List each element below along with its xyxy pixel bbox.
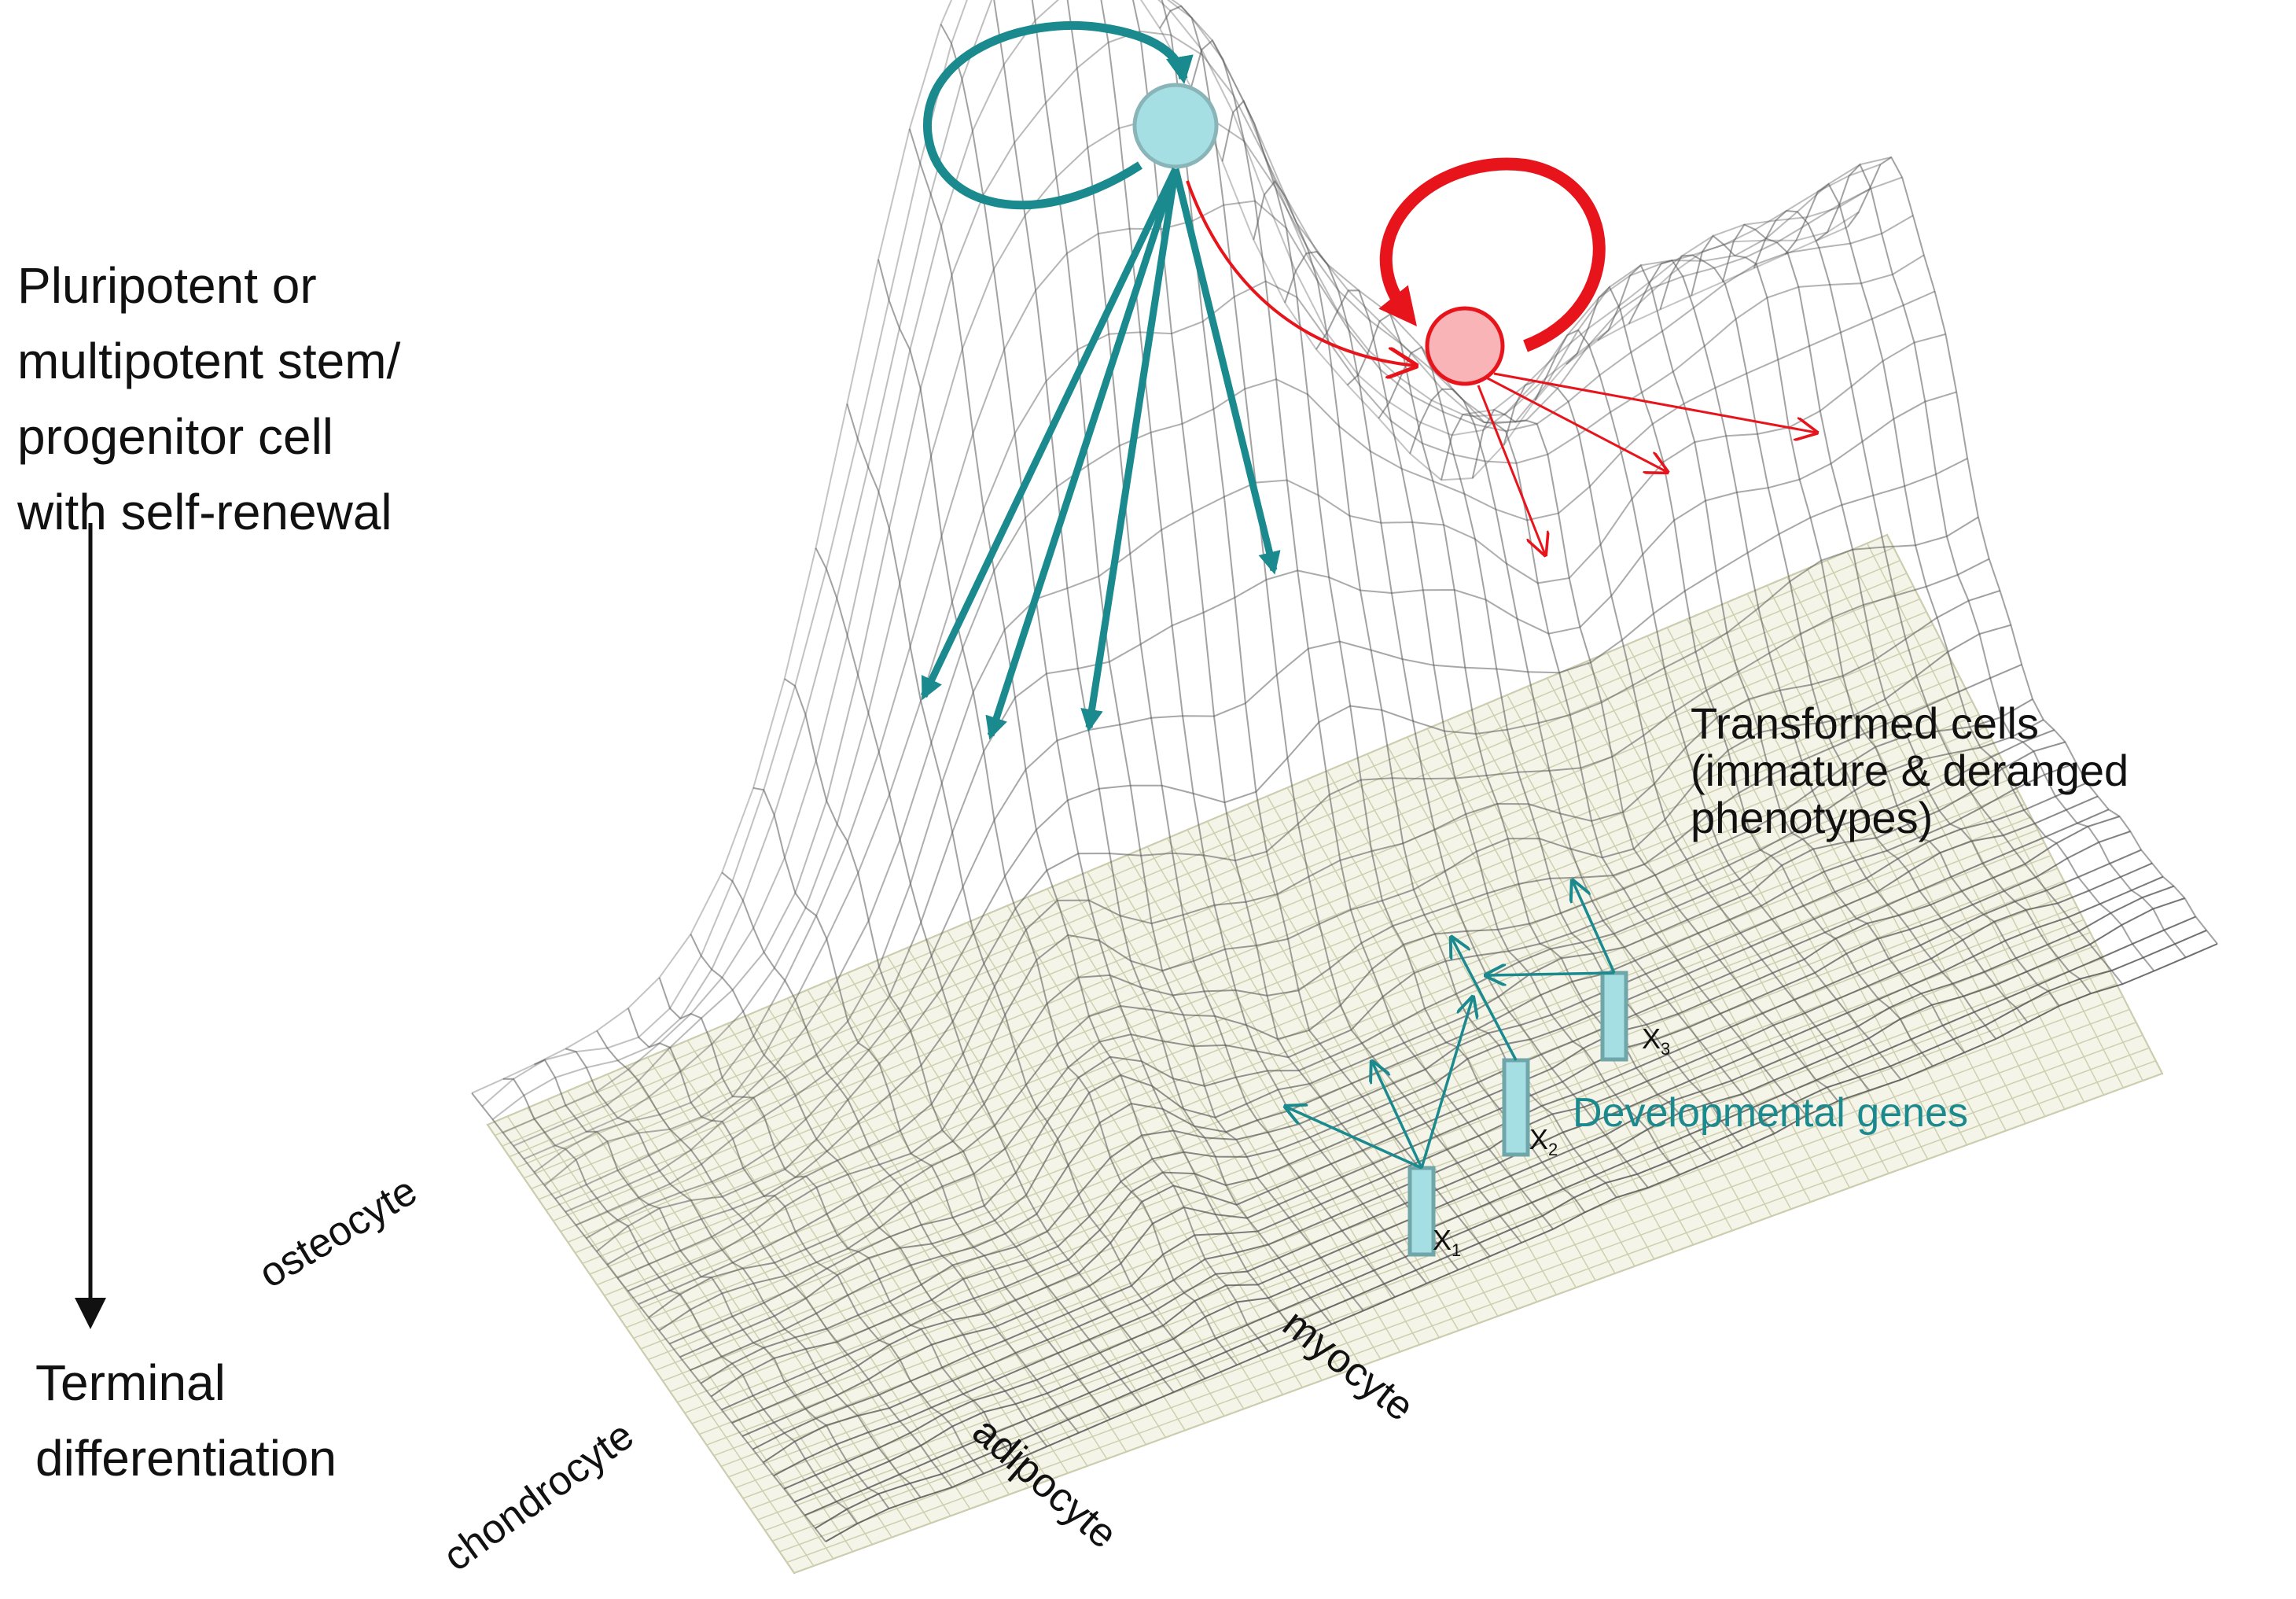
gene-x2 bbox=[1502, 1058, 1530, 1157]
differentiation-arrows bbox=[920, 168, 1281, 740]
arrow-to-myocyte bbox=[1172, 168, 1281, 575]
transformation-arrow bbox=[1186, 180, 1415, 366]
floor-grid bbox=[486, 533, 2164, 1575]
transformed-label-line-1: Transformed cells bbox=[1691, 698, 2039, 748]
transformed-output-arrows bbox=[1477, 372, 1816, 554]
terminal-differentiation-label: Terminal differentiation bbox=[35, 1345, 337, 1496]
arrow-to-adipocyte bbox=[1080, 168, 1179, 732]
terminal-label-line-2: differentiation bbox=[35, 1430, 337, 1487]
gene-x1-label: X1 bbox=[1433, 1224, 1462, 1261]
transformed-cells-label: Transformed cells (immature & deranged p… bbox=[1691, 700, 2129, 842]
gene-x3-label: X3 bbox=[1642, 1022, 1671, 1059]
stem-label-line-4: with self-renewal bbox=[17, 484, 392, 540]
transformed-label-line-3: phenotypes) bbox=[1691, 793, 1934, 842]
gene-x1 bbox=[1407, 1166, 1436, 1257]
developmental-genes-label: Developmental genes bbox=[1573, 1090, 1968, 1136]
stem-cell-label: Pluripotent or multipotent stem/ progeni… bbox=[17, 248, 400, 550]
stem-label-line-3: progenitor cell bbox=[17, 408, 333, 465]
terminal-label-line-1: Terminal bbox=[35, 1354, 226, 1411]
landscape-mesh bbox=[471, 0, 2218, 1542]
gene-x3 bbox=[1600, 971, 1628, 1062]
arrow-to-osteocyte bbox=[920, 168, 1179, 701]
transformed-label-line-2: (immature & deranged bbox=[1691, 746, 2129, 795]
gene-regulation-arrows bbox=[1286, 881, 1616, 1170]
stem-cell bbox=[1132, 83, 1219, 169]
stem-self-renewal-loop bbox=[923, 20, 1194, 210]
arrow-to-chondrocyte bbox=[985, 168, 1179, 740]
differentiation-arrow-head bbox=[75, 1298, 106, 1329]
stem-label-line-2: multipotent stem/ bbox=[17, 333, 401, 389]
transformed-self-renewal-loop bbox=[1378, 157, 1606, 352]
gene-x2-label: X2 bbox=[1529, 1123, 1558, 1160]
stem-label-line-1: Pluripotent or bbox=[17, 257, 317, 314]
transformed-cell bbox=[1425, 306, 1505, 386]
